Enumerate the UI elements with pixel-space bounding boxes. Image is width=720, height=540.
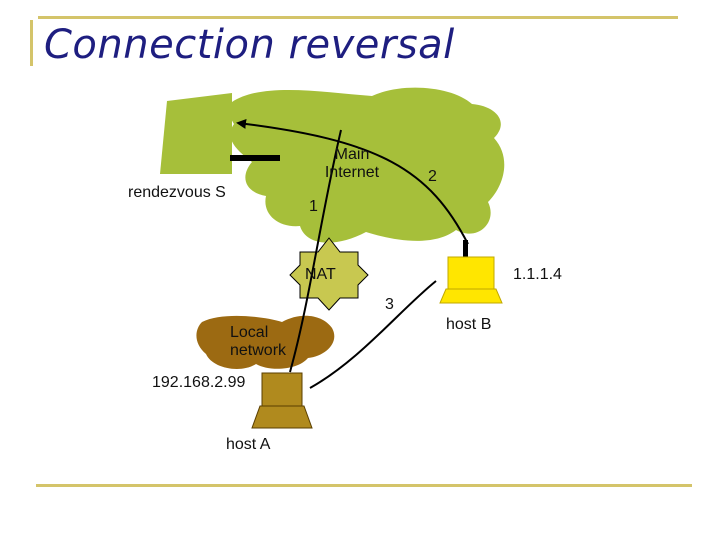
main-internet-label: Main Internet: [322, 146, 382, 182]
connection-3-arrow: [309, 280, 437, 389]
step-1-label: 1: [309, 198, 318, 215]
main-internet-label-line1: Main: [334, 146, 370, 163]
host-a-label: host A: [226, 436, 271, 453]
frame-bottom-line: [36, 484, 692, 487]
host-b-ip-label: 1.1.1.4: [513, 266, 562, 283]
nat-device: [289, 237, 369, 311]
rendezvous-server-shape: [160, 93, 232, 174]
frame-left-line: [30, 20, 33, 66]
local-network-label-line2: network: [230, 342, 287, 359]
host-b-label: host B: [446, 316, 492, 333]
host-b-link: [463, 240, 468, 258]
rendezvous-label: rendezvous S: [128, 184, 226, 201]
connection-1-arrow: [289, 129, 342, 373]
page-title: Connection reversal: [44, 22, 455, 68]
host-a-ip-label: 192.168.2.99: [152, 374, 246, 391]
nat-box: [289, 237, 369, 311]
local-network-label: Local network: [230, 324, 286, 360]
step-2-label: 2: [428, 168, 437, 185]
frame-top-line: [38, 16, 678, 19]
host-a-base: [251, 405, 313, 429]
host-b-monitor: [447, 256, 495, 290]
connection-2-arrow: [236, 118, 469, 245]
internet-cloud: [228, 87, 505, 243]
local-network-label-line1: Local: [230, 324, 269, 341]
step-3-label: 3: [385, 296, 394, 313]
host-a-monitor: [261, 372, 303, 407]
host-b-base: [439, 288, 503, 304]
server-link-bar: [230, 155, 280, 161]
nat-label: NAT: [305, 266, 336, 283]
main-internet-label-line2: Internet: [324, 164, 380, 181]
